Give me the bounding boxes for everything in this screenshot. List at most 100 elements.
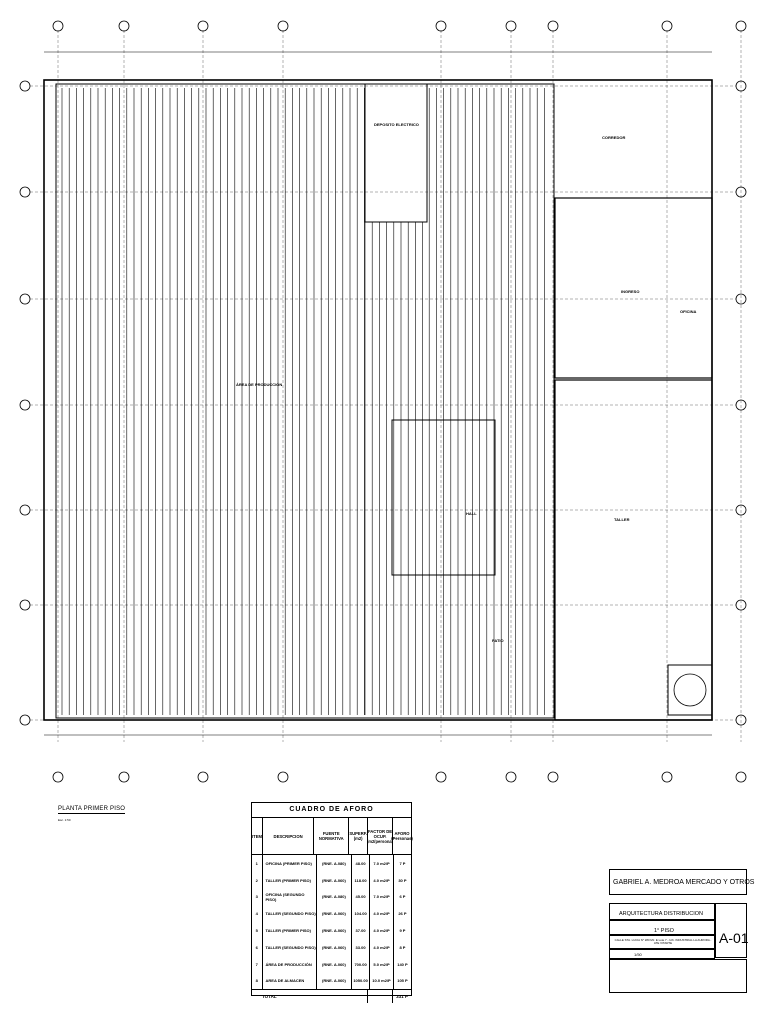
- title-block: GABRIEL A. MEDROA MERCADO Y OTROS ARQUIT…: [609, 869, 754, 993]
- grid-axis-circle: [19, 80, 31, 92]
- aforo-cell: 2: [252, 871, 263, 889]
- plan-title: PLANTA PRIMER PISO: [58, 806, 126, 814]
- aforo-cell: ÁREA DE PRODUCCIÓN: [263, 955, 317, 973]
- label-taller: TALLER: [614, 517, 630, 522]
- aforo-cell: 4.0 m2/P: [370, 922, 394, 939]
- aforo-header: SUPERF. (m2): [349, 818, 368, 854]
- aforo-cell: 26 P: [398, 911, 407, 917]
- aforo-cell: 104.00: [352, 905, 371, 923]
- aforo-cell: 105 P: [397, 978, 408, 984]
- aforo-cell: TALLER (SEGUNDO PISO): [263, 905, 317, 923]
- tb-address-box: CALLE STA. LUCIA N° 280 Mz. E Lote 7 - U…: [609, 935, 715, 949]
- aforo-cell: 7.0 m2/P: [370, 888, 394, 906]
- aforo-cell: 8 P: [399, 944, 406, 950]
- aforo-cell: 4: [252, 905, 263, 923]
- aforo-cell: TALLER (PRIMER PISO): [263, 922, 317, 939]
- aforo-cell: (RNE. A.060): [317, 922, 353, 939]
- aforo-cell: 9 P: [399, 928, 406, 934]
- aforo-cell: TALLER (PRIMER PISO): [263, 871, 317, 889]
- grid-axis-circle: [118, 20, 130, 32]
- tb-specialty-box: ARQUITECTURA DISTRIBUCION: [609, 903, 715, 920]
- grid-axis-circle: [505, 771, 517, 783]
- aforo-cell: 7.0 m2/P: [370, 855, 394, 872]
- aforo-cell: 7: [252, 955, 263, 973]
- aforo-header: ITEM: [252, 818, 263, 854]
- label-patio: PATIO: [492, 638, 504, 643]
- aforo-cell: 7 P: [399, 860, 406, 866]
- grid-axis-circle: [735, 714, 747, 726]
- deposit-room: [364, 83, 428, 223]
- grid-axis-circle: [277, 20, 289, 32]
- aforo-header: FUENTE NORMATIVA: [314, 818, 350, 854]
- aforo-cell: (RNE. A.060): [317, 871, 353, 889]
- grid-axis-circle: [197, 20, 209, 32]
- tb-owner-box: GABRIEL A. MEDROA MERCADO Y OTROS: [609, 869, 754, 895]
- aforo-cell: 700.00: [352, 955, 371, 973]
- aforo-cell: 140 P: [397, 961, 408, 967]
- aforo-cell: AREA DE ALMACEN: [263, 972, 317, 990]
- aforo-cell: 37.00: [352, 922, 371, 939]
- aforo-cell: (RNE. A.060): [317, 905, 353, 923]
- aforo-header: AFORO (Personas): [391, 831, 413, 841]
- grid-axis-circle: [277, 771, 289, 783]
- aforo-table: CUADRO DE AFORO ITEM DESCRIPCION FUENTE …: [251, 802, 413, 1004]
- aforo-cell: OFICINA (SEGUNDO PISO): [263, 888, 317, 906]
- label-produccion: ÁREA DE PRODUCCIÓN: [236, 382, 282, 387]
- grid-axis-circle: [735, 20, 747, 32]
- tb-stamp-box: [609, 959, 747, 993]
- grid-axis-circle: [735, 599, 747, 611]
- outer-wall: [43, 79, 713, 721]
- production-area: [55, 83, 555, 719]
- grid-axis-circle: [735, 504, 747, 516]
- spiral-stair-circle: [673, 673, 707, 707]
- grid-axis-circle: [435, 20, 447, 32]
- tb-owner: GABRIEL A. MEDROA MERCADO Y OTROS: [613, 879, 755, 886]
- grid-axis-circle: [19, 186, 31, 198]
- aforo-header: DESCRIPCION: [263, 818, 315, 854]
- grid-axis-circle: [52, 771, 64, 783]
- label-deposito: DEPOSITO ELECTRICO: [374, 122, 419, 127]
- grid-axis-circle: [735, 771, 747, 783]
- aforo-title: CUADRO DE AFORO: [252, 803, 411, 818]
- aforo-cell: 3: [252, 888, 263, 906]
- stair-core: [391, 419, 496, 576]
- aforo-cell: (RNE. A.060): [317, 972, 353, 990]
- grid-axis-circle: [547, 20, 559, 32]
- aforo-cell: 4.0 m2/P: [370, 905, 394, 923]
- grid-axis-circle: [52, 20, 64, 32]
- grid-axis-circle: [435, 771, 447, 783]
- aforo-cell: 33.00: [352, 938, 371, 956]
- aforo-cell: 1: [252, 855, 263, 872]
- grid-axis-circle: [19, 599, 31, 611]
- aforo-cell: TALLER (SEGUNDO PISO): [263, 938, 317, 956]
- room-labels: ÁREA DE PRODUCCIÓN DEPOSITO ELECTRICO CO…: [236, 122, 697, 643]
- aforo-cell: 4.0 m2/P: [370, 871, 394, 889]
- aforo-cell: 5.0 m2/P: [370, 955, 394, 973]
- tb-sheet-box: A-01: [715, 903, 749, 958]
- floor-plan-drawing: ÁREA DE PRODUCCIÓN DEPOSITO ELECTRICO CO…: [19, 20, 747, 783]
- aforo-cell: OFICINA (PRIMER PISO): [263, 855, 317, 872]
- grid-axis-circle: [19, 293, 31, 305]
- walls: [43, 51, 713, 736]
- grid-axis-circle: [547, 771, 559, 783]
- tb-address: CALLE STA. LUCIA N° 280 Mz. E Lote 7 - U…: [614, 938, 712, 946]
- spiral-stair: [667, 664, 713, 716]
- tb-scale-box: 1/50: [609, 949, 715, 959]
- grid-axis-circle: [735, 186, 747, 198]
- aforo-cell: (RNE. A.060): [317, 955, 353, 973]
- aforo-cell: (RNE. A.060): [317, 938, 353, 956]
- aforo-cell: 118.00: [352, 871, 371, 889]
- grid-axis-circle: [19, 504, 31, 516]
- grid-axis-circle: [735, 80, 747, 92]
- label-ingreso: INGRESO: [621, 289, 639, 294]
- aforo-cell: (RNE. A.080): [317, 855, 353, 872]
- aforo-cell: 45.00: [352, 888, 371, 906]
- aforo-cell: 8: [252, 972, 263, 990]
- tb-scale: 1/50: [634, 952, 642, 957]
